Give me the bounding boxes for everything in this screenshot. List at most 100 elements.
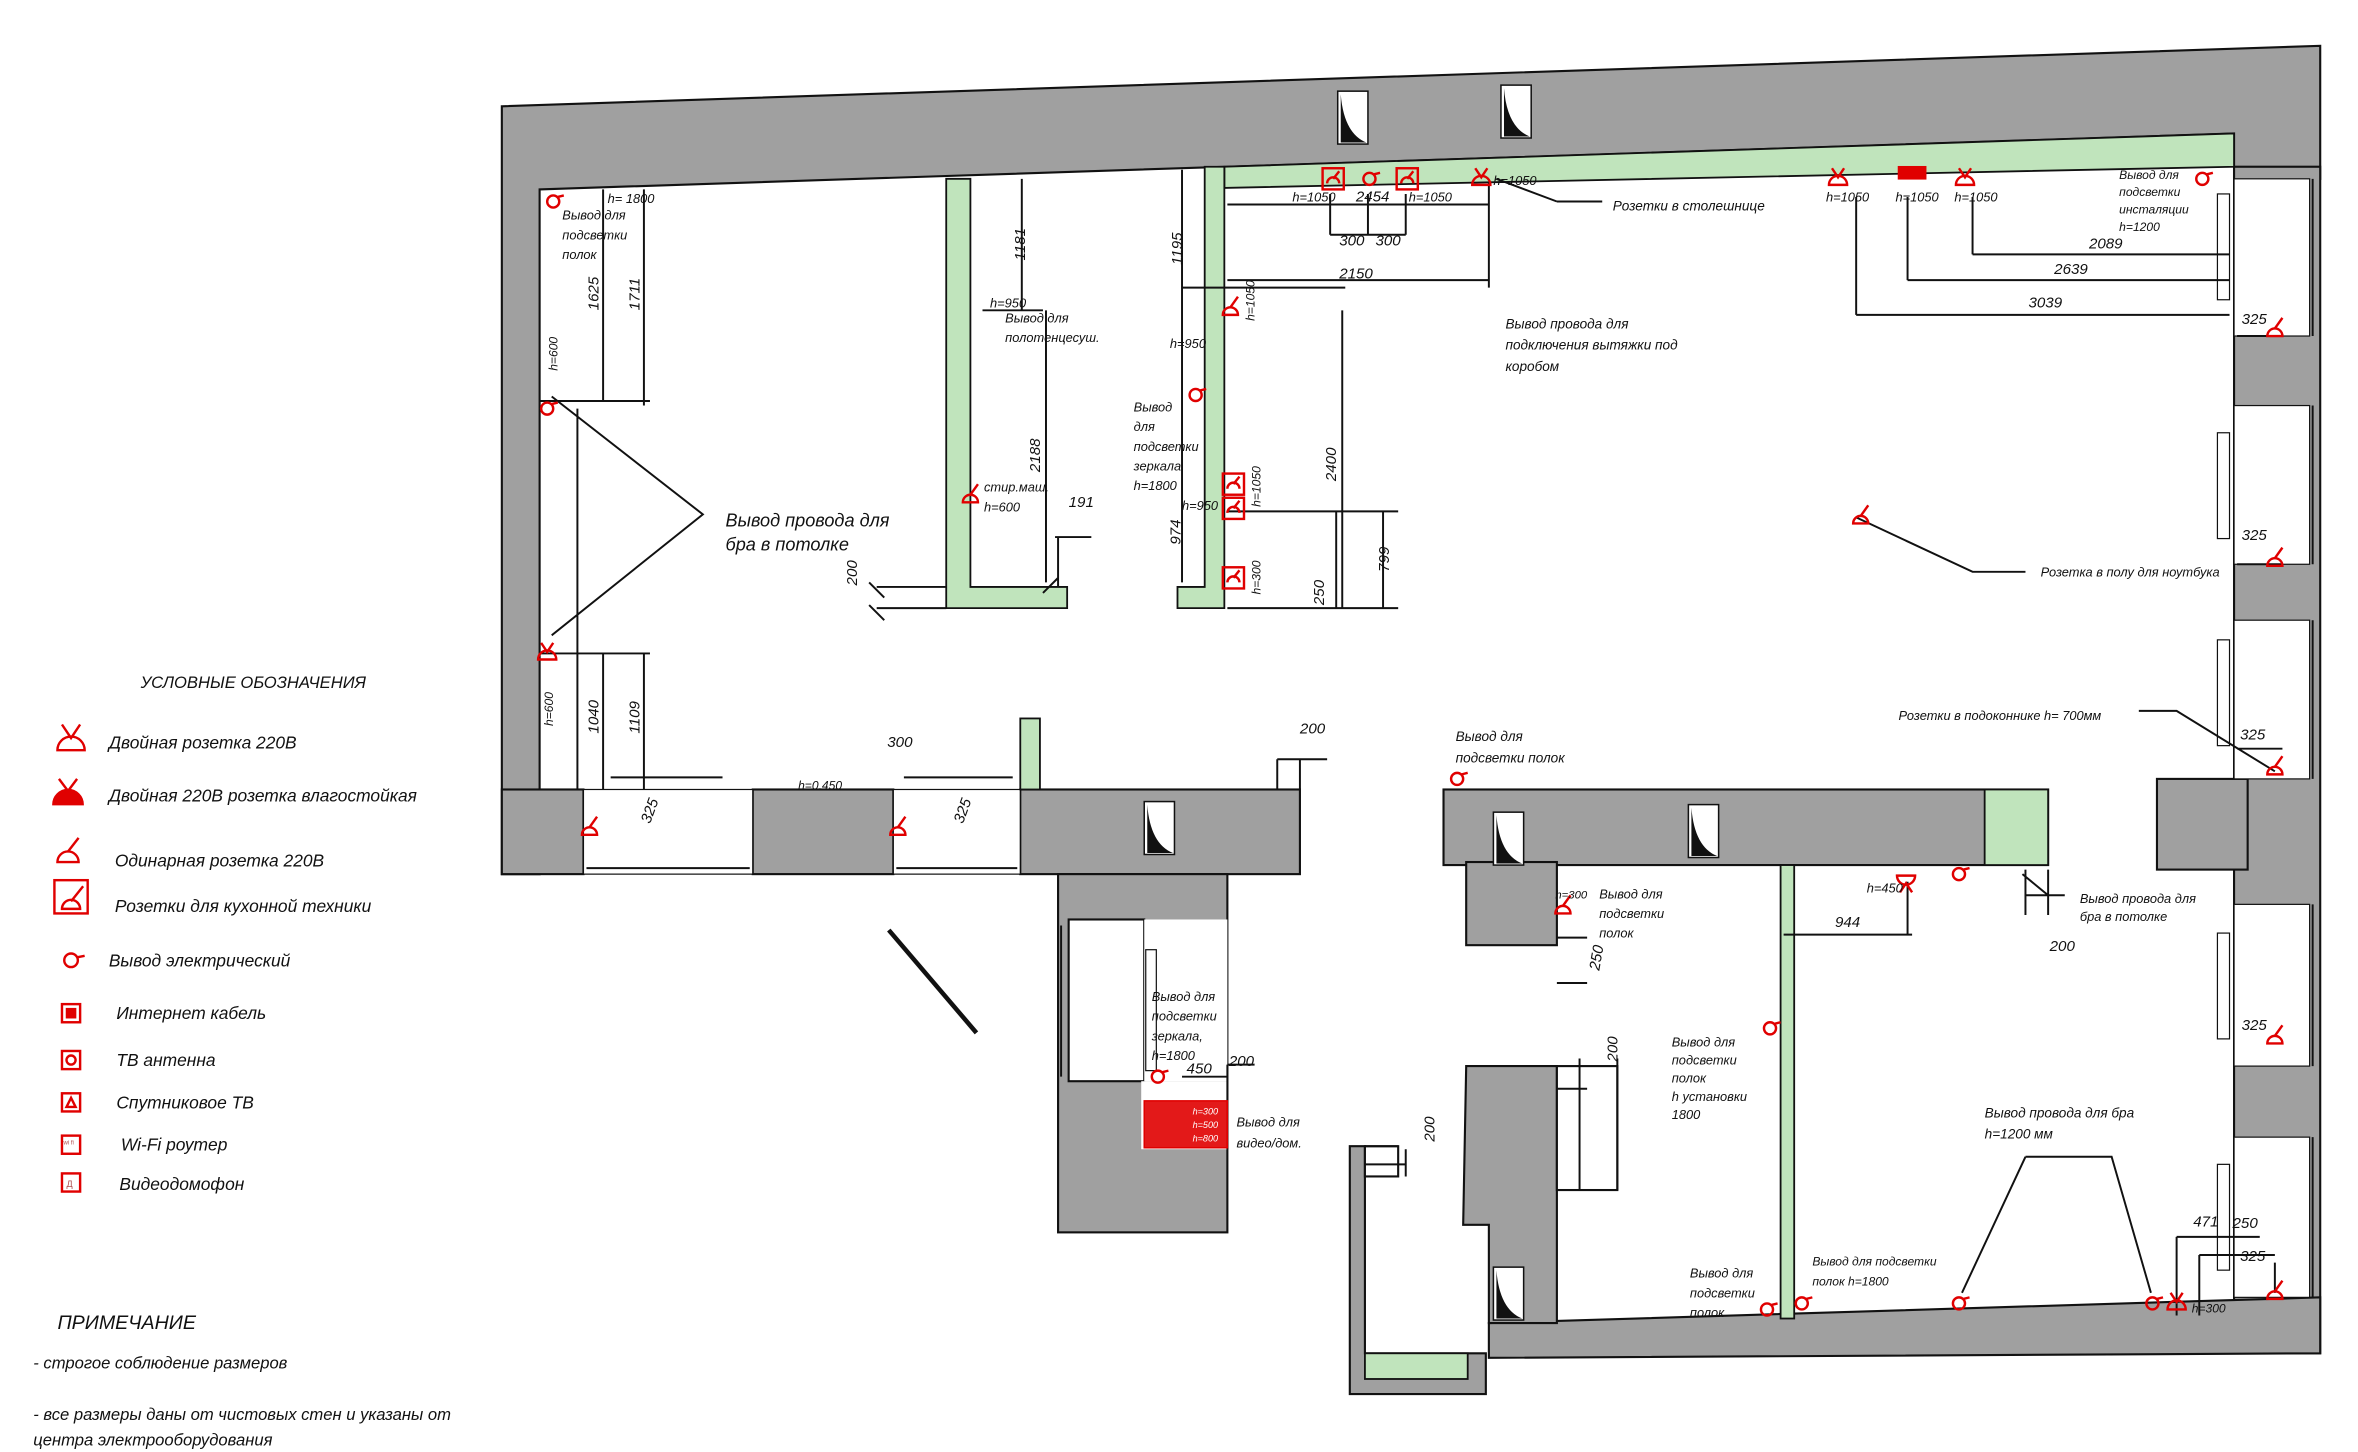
label: h=0.450 [798,778,842,792]
dimension: 250 [1311,579,1328,606]
label: Вывод для [1456,729,1523,744]
label: полотенцесуш. [1005,330,1099,345]
label: Вывод для [1672,1034,1736,1049]
kitchen-socket-icon[interactable] [1221,496,1246,521]
label: h=600 [542,692,556,726]
middle-wall-notch [1465,860,1558,947]
label: 1800 [1672,1107,1701,1122]
window [2233,619,2311,780]
label: Вывод провода для [726,510,890,530]
balcony-strip [1364,1352,1469,1380]
legend-label: Двойная 220В розетка влагостойкая [107,786,417,806]
window [2233,1136,2311,1298]
legend-label: Спутниковое ТВ [116,1092,253,1112]
label: h=1050 [1292,189,1336,204]
dimension: 2639 [2053,261,2088,278]
dimension: 1109 [626,700,643,733]
door-icon[interactable] [1500,84,1532,139]
right-t-wall [2155,777,2249,871]
electrical-outlet-icon[interactable] [1794,1296,1814,1311]
single-socket-icon[interactable] [1851,504,1870,525]
dimension: 250 [2232,1215,2259,1232]
dimension: 325 [2242,311,2268,328]
label: h=950 [990,295,1027,310]
dimension: 250 [1586,943,1607,972]
double-socket-icon [56,723,86,752]
bottom-left-wall-b [751,788,895,876]
dimension: 325 [2242,1017,2268,1034]
note-line: - строгое соблюдение размеров [33,1353,287,1372]
label: стир.маш. [984,480,1049,495]
internet-cable-icon [60,1002,82,1024]
dimension: 450 [1187,1061,1213,1078]
bottom-left-wall-a [500,788,585,876]
dimension: 200 [844,560,861,587]
dimension-lines [539,169,2283,1316]
dimension: 300 [1375,232,1401,249]
label: подсветки [1599,906,1664,921]
kitchen-socket-icon[interactable] [1221,566,1246,590]
label: инсталяции [2119,203,2189,217]
partitions [945,132,2235,1380]
door-icon[interactable] [1336,90,1369,145]
electrical-outlet-icon[interactable] [2195,171,2215,187]
label: h=1050 [1895,189,1939,204]
label: бра в потолке [2080,909,2167,924]
electrical-outlet-icon[interactable] [1951,866,1971,882]
label: Розетка в полу для ноутбука [2041,564,2220,579]
label: полок [1672,1071,1707,1086]
electrical-outlet-icon[interactable] [1762,1021,1782,1036]
door-icon[interactable] [1492,1266,1525,1321]
label: Вывод провода для [1505,316,1628,331]
dimension: 1040 [586,699,603,733]
internet-cable-icon[interactable] [1897,165,1927,180]
label: Вывод для подсветки [1812,1255,1936,1269]
radiator [1145,949,1157,1072]
label: подсветки [1152,1009,1217,1024]
label: полок [1690,1305,1725,1320]
label: h=950 [1170,336,1207,351]
radiator [2216,932,2231,1040]
notes-title: ПРИМЕЧАНИЕ [57,1312,196,1334]
dimension: 200 [2049,938,2076,955]
middle-wall [1442,788,2050,867]
bathroom-partition [945,177,1069,610]
double-socket-icon[interactable] [536,641,558,661]
electrical-outlet-icon[interactable] [1449,771,1469,787]
electrical-outlet-icon[interactable] [539,401,559,416]
label: полок [562,247,597,262]
dimension: 300 [1339,232,1365,249]
label: Вывод для [1005,310,1069,325]
dimension: 471 [2193,1213,2218,1230]
kitchen-socket-icon[interactable] [1221,472,1246,496]
video-intercom-icon: Д [60,1172,82,1193]
label: подсветки [1690,1285,1755,1300]
electrical-outlet-icon[interactable] [1188,387,1208,403]
note-line: - все размеры даны от чистовых стен и ук… [33,1405,451,1424]
window [892,788,1021,875]
label: h=1200 [2119,220,2160,234]
label: h=1050 [1244,280,1258,321]
legend-title: УСЛОВНЫЕ ОБОЗНАЧЕНИЯ [140,673,367,692]
label: подсветки [2119,185,2180,199]
bottom-right-wall [1487,1296,2322,1359]
radiator [2216,193,2231,301]
label: h=300 [2192,1301,2226,1315]
doors [887,84,1720,1321]
electrical-outlet-icon[interactable] [545,194,566,209]
label: Вывод для [1236,1115,1300,1130]
dimension: 200 [1228,1053,1255,1070]
kitchen-socket-icon [53,878,89,915]
bedroom-partition [1779,864,1796,1320]
label: подсветки [562,227,627,242]
door-icon[interactable] [1687,803,1720,859]
door-icon[interactable] [1492,811,1525,866]
radiator [2216,432,2231,540]
closet [1555,1065,1619,1192]
label: h=1800 [1152,1048,1196,1063]
label: видео/дом. [1236,1136,1301,1151]
door-icon[interactable] [1143,800,1176,856]
label: h=950 [1182,498,1219,513]
